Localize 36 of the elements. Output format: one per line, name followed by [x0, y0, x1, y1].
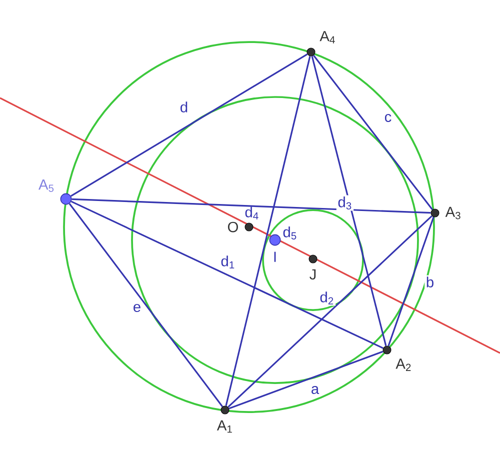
segment	[68, 203, 224, 408]
point: A$_{1}$	[216, 406, 232, 433]
node-label: A$_{1}$	[216, 420, 232, 433]
node-label: A$_{3}$	[445, 206, 460, 220]
segment	[388, 216, 434, 346]
point: A$_{5}$	[38, 180, 72, 205]
node-label: J	[310, 269, 316, 280]
segment	[312, 54, 434, 210]
edge-label: d$_{1}$	[219, 254, 237, 270]
point: A$_{4}$	[306, 31, 335, 56]
edge-label: b	[424, 275, 436, 289]
segment	[70, 54, 308, 197]
segment	[70, 200, 384, 349]
point: I	[269, 234, 281, 262]
edge-label: a	[310, 384, 320, 396]
node-label: I	[274, 252, 276, 262]
edge-label: d$_{2}$	[318, 290, 336, 306]
point: J	[308, 254, 318, 280]
edge-label: c	[383, 112, 393, 124]
segment	[225, 56, 311, 406]
edge-label: d	[178, 100, 190, 114]
node-label: A$_{5}$	[38, 180, 54, 192]
segment	[228, 350, 384, 410]
node-label: A$_{2}$	[396, 358, 411, 371]
node-label: O	[228, 222, 238, 232]
segment	[72, 198, 431, 214]
segment	[228, 215, 432, 408]
segment	[311, 56, 387, 346]
point: O	[228, 222, 254, 232]
edge-label: e	[132, 302, 142, 314]
point: A$_{2}$	[382, 346, 411, 371]
edge-label: d$_{3}$	[336, 195, 354, 211]
point: A$_{3}$	[430, 206, 460, 220]
segment-label: d$_{4}$	[245, 206, 258, 220]
segment-label: d$_{5}$	[283, 226, 296, 240]
node-label: A$_{4}$	[320, 31, 335, 44]
